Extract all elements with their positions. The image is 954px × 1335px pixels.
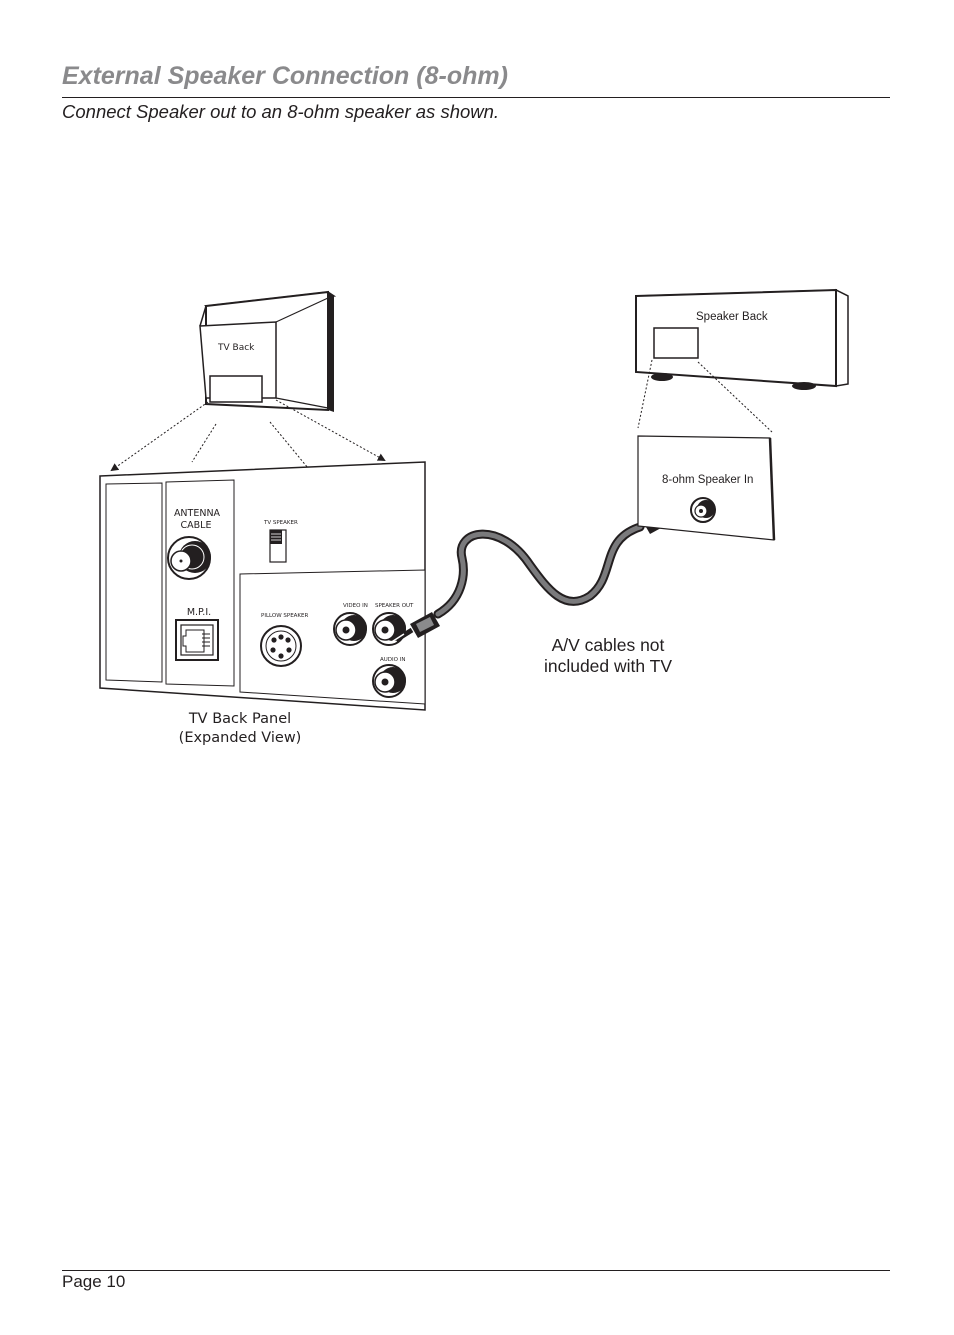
tv-back-label: TV Back: [217, 343, 255, 353]
speaker-out-jack: [372, 612, 406, 646]
speaker-back-illustration: Speaker Back: [635, 288, 849, 390]
tv-back-panel: ANTENNA CABLE M.P.I. TV SPEAKER: [99, 461, 426, 711]
mpi-jack: [175, 619, 219, 661]
audio-in-label: AUDIO IN: [380, 657, 405, 663]
panel-caption-line1: TV Back Panel: [188, 711, 291, 727]
antenna-label-line1: ANTENNA: [174, 508, 221, 519]
antenna-label-line2: CABLE: [181, 520, 212, 531]
page-number: Page 10: [62, 1272, 126, 1291]
speaker-in-jack: [690, 497, 716, 523]
cable-note-line1: A/V cables not: [552, 635, 665, 655]
video-in-label: VIDEO IN: [343, 603, 368, 609]
tv-expansion-lines: [110, 399, 386, 472]
page-title: External Speaker Connection (8-ohm): [62, 62, 508, 90]
speaker-out-label: SPEAKER OUT: [375, 603, 414, 609]
audio-in-jack: [372, 664, 406, 698]
tv-back-illustration: TV Back: [199, 290, 337, 412]
panel-caption-line2: (Expanded View): [179, 730, 302, 746]
cable-note-line2: included with TV: [544, 656, 672, 676]
page-subtitle: Connect Speaker out to an 8-ohm speaker …: [62, 101, 500, 122]
footer-rule: [62, 1270, 890, 1271]
pillow-speaker-jack: [260, 625, 302, 667]
video-in-jack: [333, 612, 367, 646]
mpi-label: M.P.I.: [187, 607, 211, 618]
speaker-cable: [389, 505, 691, 644]
cable-plug-tv: [389, 612, 440, 644]
speaker-in-label: 8-ohm Speaker In: [662, 474, 753, 486]
tv-speaker-switch: [269, 529, 287, 563]
title-rule: [62, 97, 890, 98]
tv-speaker-label: TV SPEAKER: [263, 520, 298, 526]
antenna-cable-connector: [167, 536, 211, 580]
speaker-input-panel: 8-ohm Speaker In: [637, 435, 776, 541]
speaker-expansion-lines: [637, 359, 773, 433]
speaker-back-label: Speaker Back: [696, 311, 768, 323]
pillow-speaker-label: PILLOW SPEAKER: [261, 613, 309, 619]
